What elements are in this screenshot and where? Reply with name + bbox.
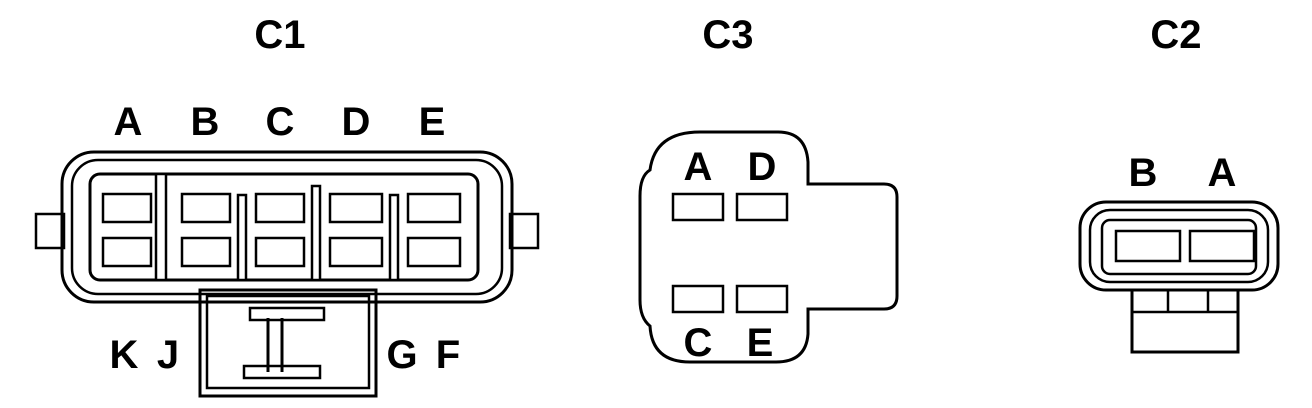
c1-pin-label-e: E — [419, 100, 446, 144]
c1-pin-label-f: F — [436, 333, 460, 377]
c1-divider — [154, 172, 168, 282]
c3-terminal-c — [671, 284, 725, 314]
c2-pin-label-b: B — [1129, 151, 1158, 195]
c3-pin-label-d: D — [748, 145, 777, 189]
c1-terminal-h — [254, 236, 306, 268]
c2-cavity-frame — [1100, 218, 1258, 276]
c3-pin-label-a: A — [684, 145, 713, 189]
connector-c3: C3 A D C E — [638, 13, 899, 365]
c2-terminal-a — [1188, 229, 1256, 263]
c3-terminal-d — [735, 192, 789, 222]
c2-pin-label-a: A — [1208, 151, 1237, 195]
c1-terminal-a — [101, 192, 153, 224]
c1-pin-label-b: B — [191, 100, 220, 144]
c1-terminal-g — [328, 236, 384, 268]
c1-title: C1 — [254, 13, 305, 57]
c1-pin-label-k: K — [110, 333, 139, 377]
c1-terminal-c — [254, 192, 306, 224]
c1-cavity-frame — [88, 172, 480, 282]
c1-bottom-latch — [198, 288, 378, 398]
c1-pin-label-c: C — [266, 100, 295, 144]
c3-title: C3 — [702, 13, 753, 57]
connector-c1: C1 A B C D E — [34, 13, 540, 398]
c2-housing — [1078, 200, 1280, 292]
c3-pin-label-e: E — [747, 321, 774, 365]
c1-terminal-f — [406, 236, 462, 268]
connector-c2: C2 B A — [1078, 13, 1280, 354]
c2-bottom-latch — [1130, 288, 1240, 354]
c1-pin-label-d: D — [342, 100, 371, 144]
c3-terminal-e — [735, 284, 789, 314]
c2-title: C2 — [1150, 13, 1201, 57]
c1-left-tab — [34, 212, 66, 250]
c3-terminal-a — [671, 192, 725, 222]
c2-terminal-b — [1114, 229, 1182, 263]
c1-housing — [60, 150, 514, 304]
c1-pin-label-a: A — [114, 100, 143, 144]
c3-housing — [638, 130, 899, 364]
c1-terminal-j — [180, 236, 232, 268]
c1-divider — [310, 184, 322, 282]
c1-divider — [388, 193, 400, 282]
c2-housing-inner — [1088, 208, 1270, 284]
c1-divider — [236, 193, 248, 282]
c1-pin-label-g: G — [386, 333, 417, 377]
c1-terminal-e — [406, 192, 462, 224]
c1-terminal-b — [180, 192, 232, 224]
c1-pin-label-j: J — [157, 333, 179, 377]
c1-terminal-k — [101, 236, 153, 268]
c3-pin-label-c: C — [684, 321, 713, 365]
c1-right-tab — [508, 212, 540, 250]
c1-housing-inner — [70, 158, 504, 296]
c1-terminal-d — [328, 192, 384, 224]
